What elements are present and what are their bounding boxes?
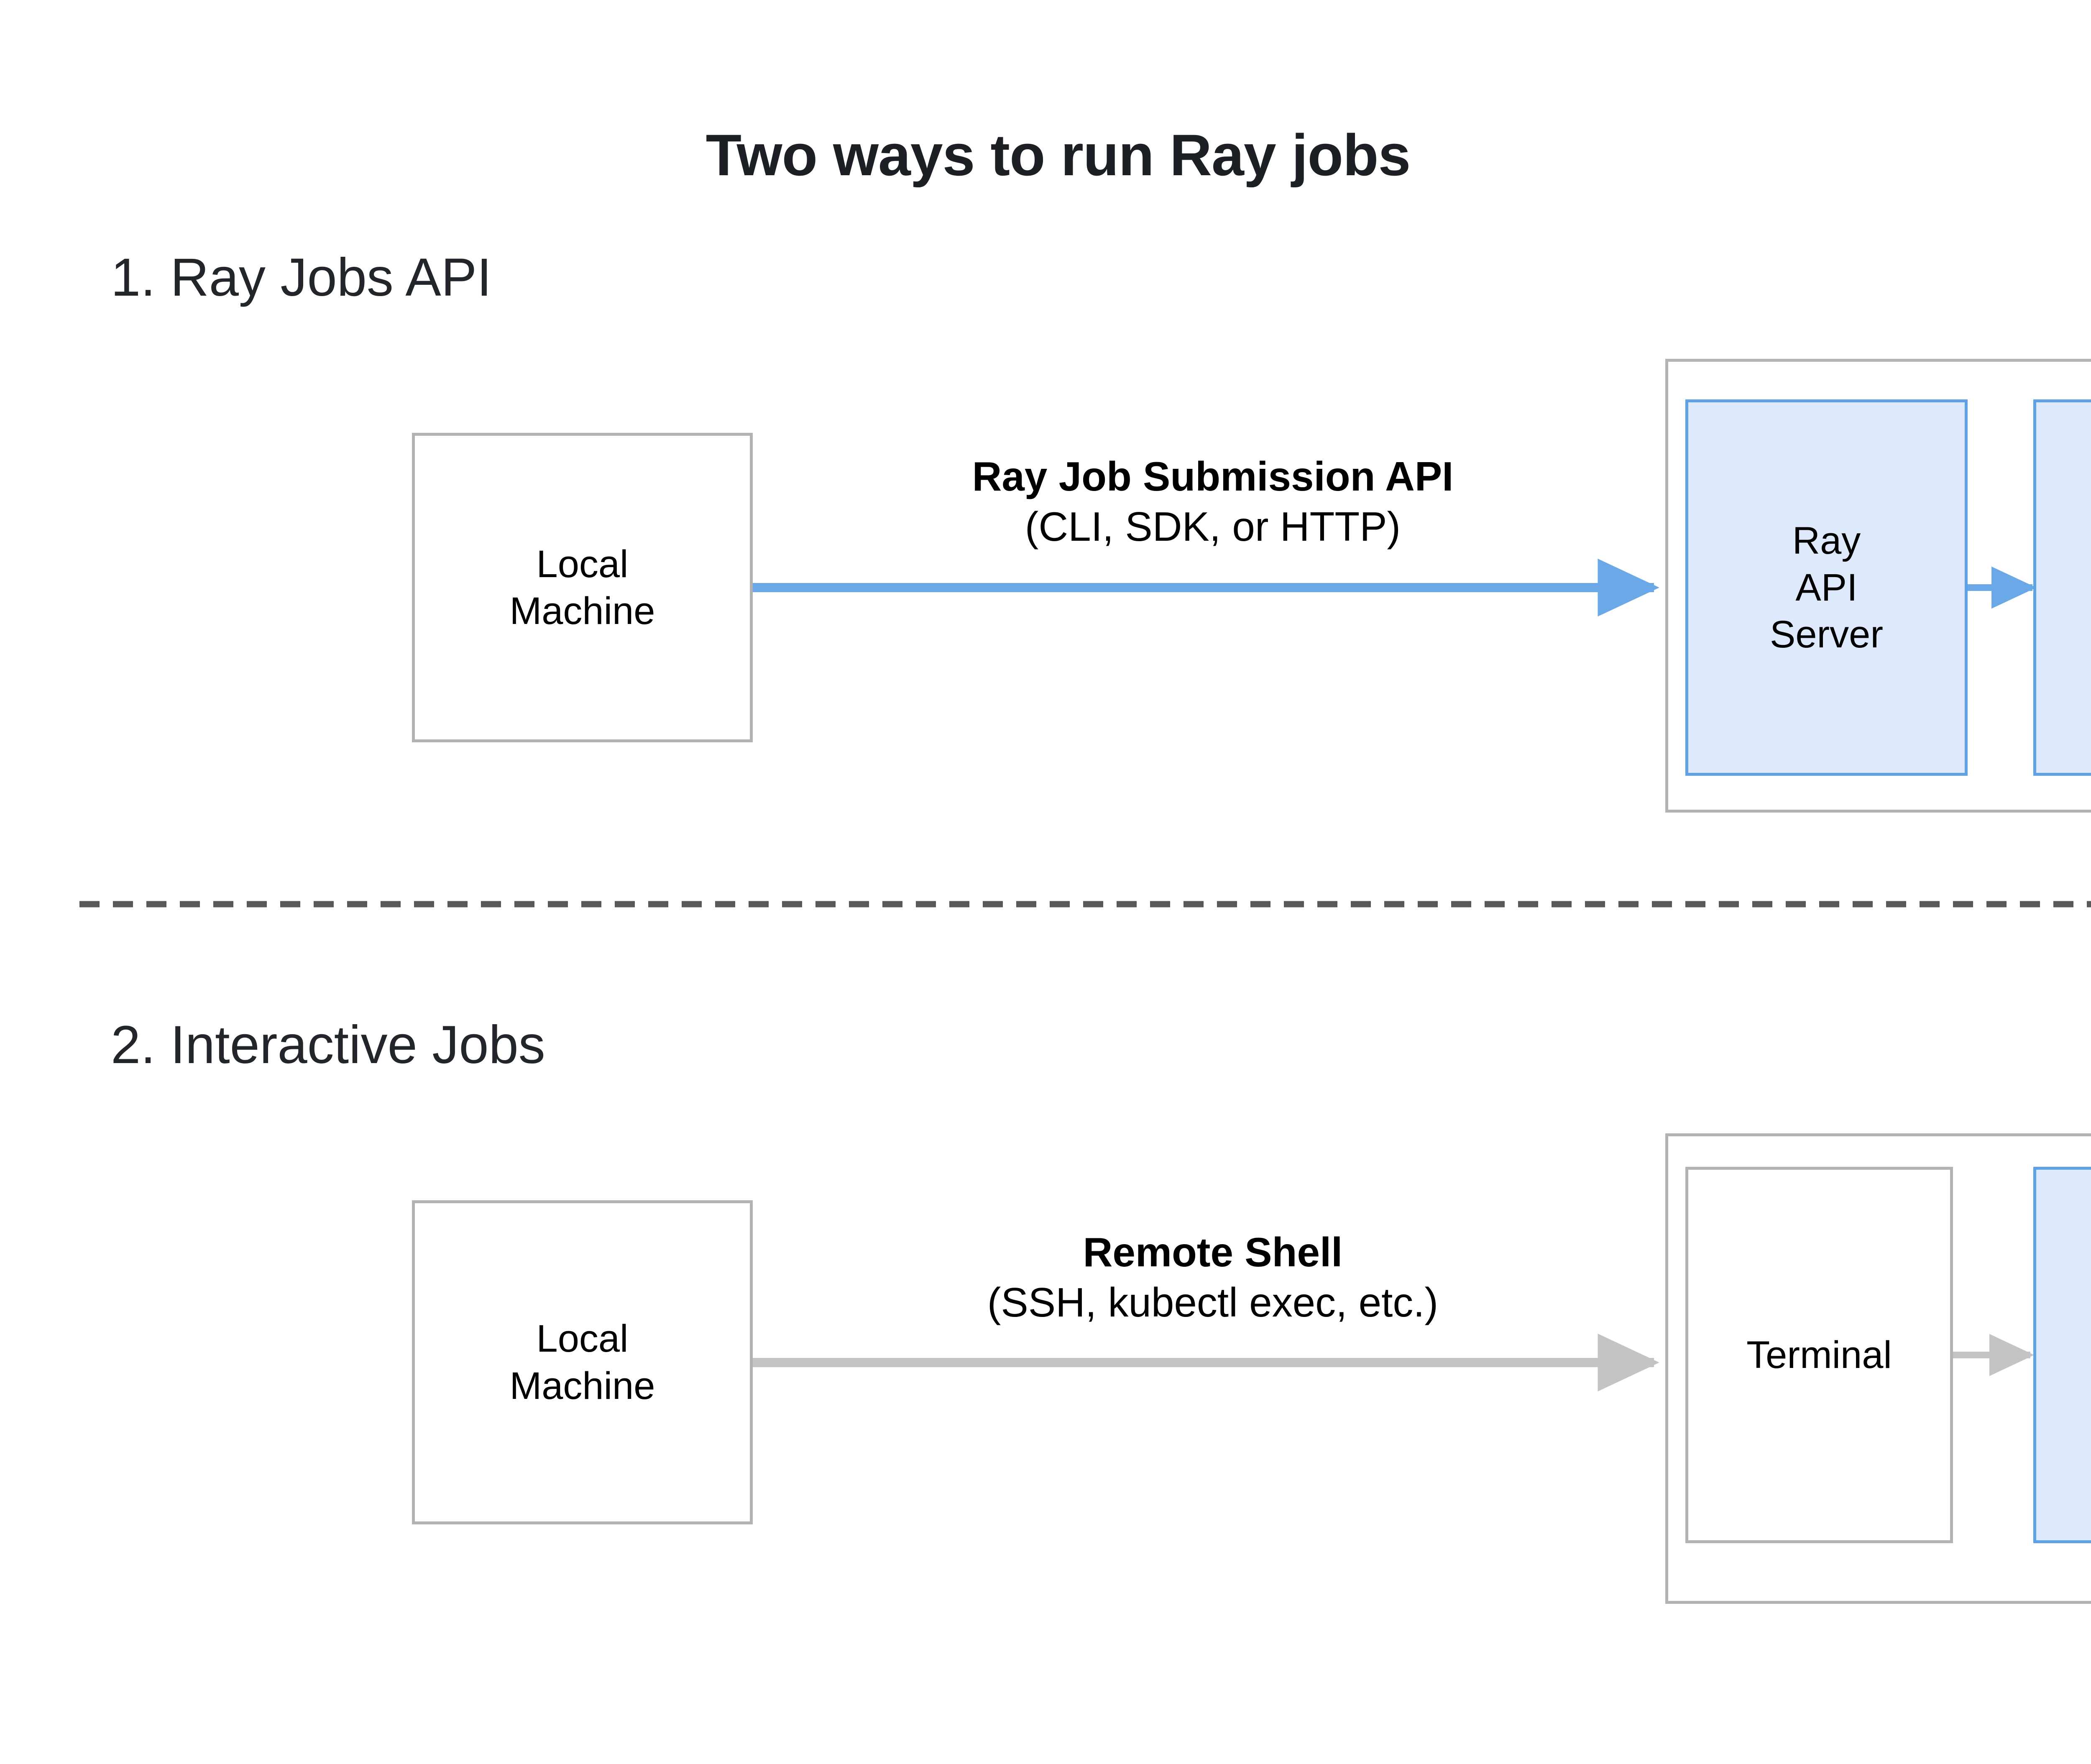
manual-driver-box: Manual Python Command (Driver) xyxy=(2033,1167,2091,1543)
section-heading-2: 2. Interactive Jobs xyxy=(111,1014,545,1076)
local-machine-line1-2: Local xyxy=(537,1317,629,1360)
terminal-label: Terminal xyxy=(1742,1332,1896,1378)
local-machine-line2-2: Machine xyxy=(510,1365,655,1407)
edge-label-1: Ray Job Submission API (CLI, SDK, or HTT… xyxy=(849,452,1577,552)
edge-label-2-bold: Remote Shell xyxy=(849,1227,1577,1278)
ray-api-server-box: Ray API Server xyxy=(1685,399,1968,776)
ray-managed-driver-box: Ray-managed Python Command (Driver) xyxy=(2033,399,2091,776)
local-machine-label-2: Local Machine xyxy=(506,1315,660,1409)
ray-api-server-line1: Ray xyxy=(1792,519,1861,562)
local-machine-line2-1: Machine xyxy=(510,590,655,632)
page-title: Two ways to run Ray jobs xyxy=(0,121,2091,189)
local-machine-box-1: Local Machine xyxy=(412,433,753,742)
terminal-box: Terminal xyxy=(1685,1167,1953,1543)
edge-label-1-plain: (CLI, SDK, or HTTP) xyxy=(849,502,1577,552)
edge-label-2-plain: (SSH, kubectl exec, etc.) xyxy=(849,1278,1577,1328)
ray-api-server-line3: Server xyxy=(1770,613,1883,656)
section-heading-1: 1. Ray Jobs API xyxy=(111,247,492,308)
edge-label-1-bold: Ray Job Submission API xyxy=(849,452,1577,502)
ray-api-server-line2: API xyxy=(1795,566,1857,609)
local-machine-label-1: Local Machine xyxy=(506,541,660,634)
local-machine-box-2: Local Machine xyxy=(412,1200,753,1524)
ray-api-server-label: Ray API Server xyxy=(1766,517,1887,658)
edge-label-2: Remote Shell (SSH, kubectl exec, etc.) xyxy=(849,1227,1577,1327)
local-machine-line1-1: Local xyxy=(537,543,629,585)
